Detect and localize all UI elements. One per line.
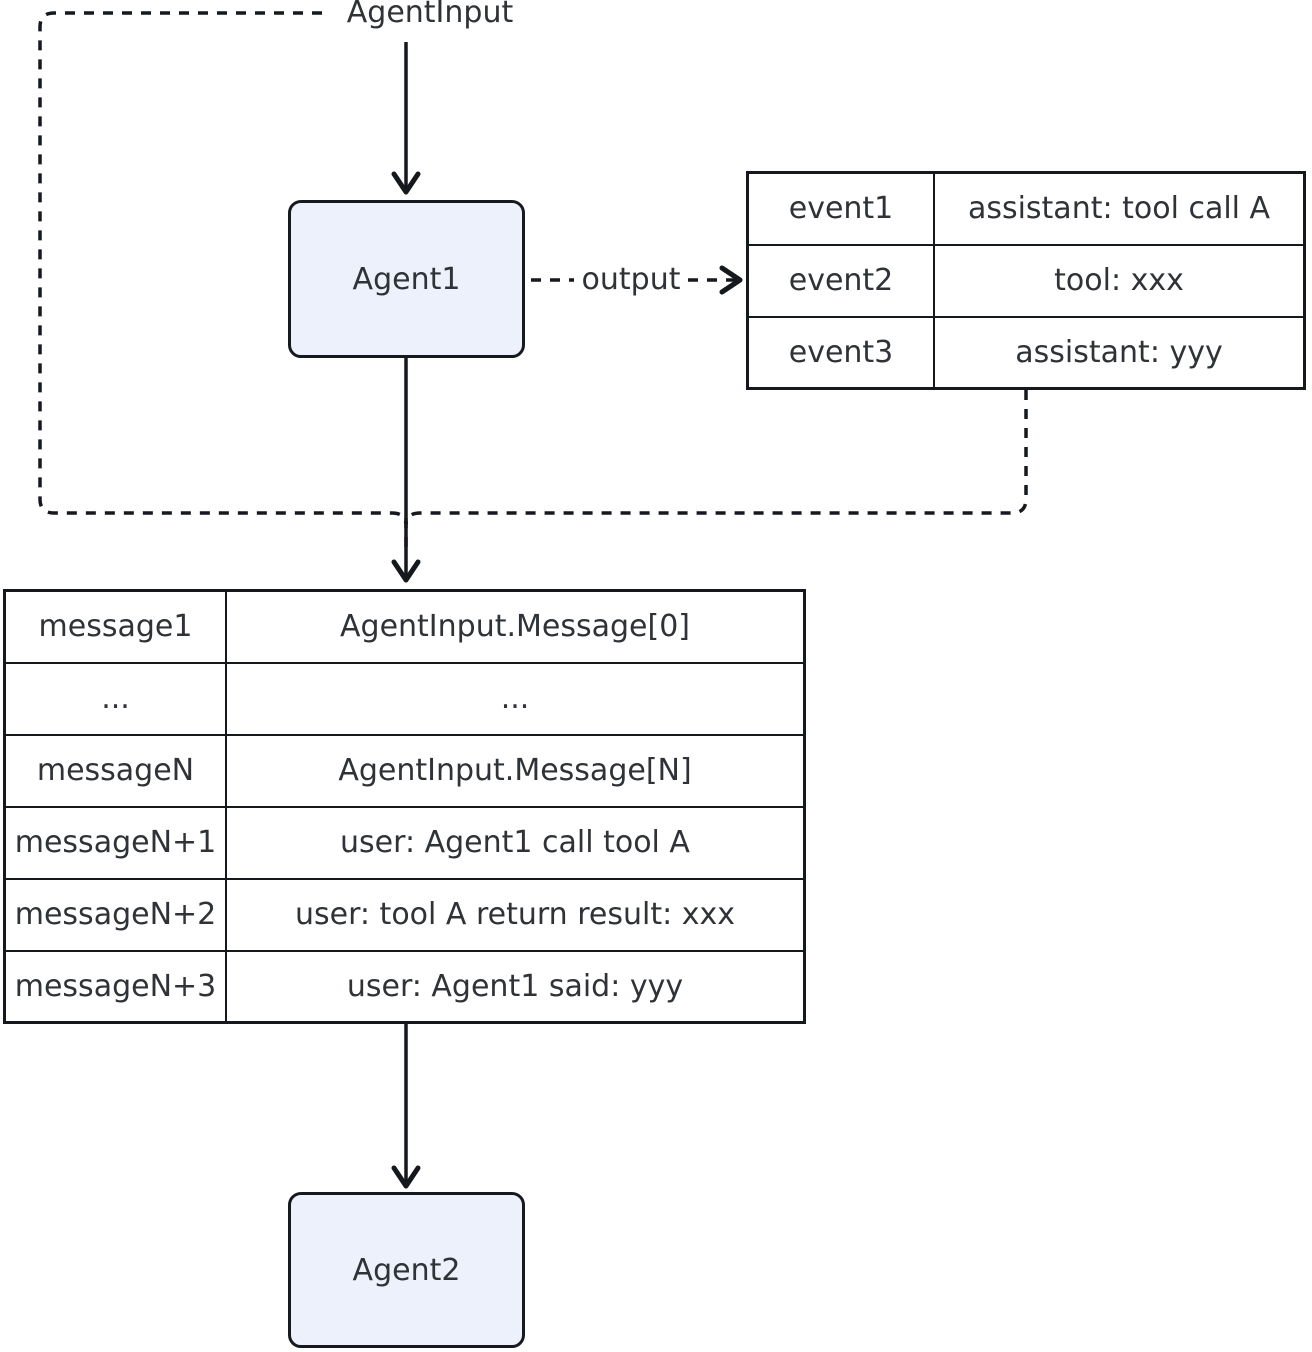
edge-events-loop-dashed xyxy=(404,390,1028,525)
message-value-cell: user: tool A return result: xxx xyxy=(225,877,806,952)
table-row: messageN+3 user: Agent1 said: yyy xyxy=(3,949,806,1024)
table-row: messageN AgentInput.Message[N] xyxy=(3,733,806,808)
event-value-cell: assistant: yyy xyxy=(933,315,1306,390)
event-table: event1 assistant: tool call A event2 too… xyxy=(746,171,1306,390)
message-key-cell: messageN xyxy=(3,733,227,808)
event-key-cell: event1 xyxy=(746,171,935,246)
message-key-cell: message1 xyxy=(3,589,227,664)
agent1-node: Agent1 xyxy=(288,200,525,358)
message-table: message1 AgentInput.Message[0] ... ... m… xyxy=(3,589,806,1024)
table-row: event3 assistant: yyy xyxy=(746,315,1306,390)
message-value-cell: user: Agent1 call tool A xyxy=(225,805,806,880)
message-value-cell: ... xyxy=(225,661,806,736)
event-value-cell: tool: xxx xyxy=(933,243,1306,318)
message-value-cell: user: Agent1 said: yyy xyxy=(225,949,806,1024)
agent2-node: Agent2 xyxy=(288,1192,525,1348)
table-row: message1 AgentInput.Message[0] xyxy=(3,589,806,664)
message-value-cell: AgentInput.Message[N] xyxy=(225,733,806,808)
table-row: ... ... xyxy=(3,661,806,736)
message-key-cell: messageN+3 xyxy=(3,949,227,1024)
message-key-cell: messageN+2 xyxy=(3,877,227,952)
agent2-node-label: Agent2 xyxy=(352,1252,461,1288)
table-row: event1 assistant: tool call A xyxy=(746,171,1306,246)
message-key-cell: messageN+1 xyxy=(3,805,227,880)
message-key-cell: ... xyxy=(3,661,227,736)
table-row: messageN+2 user: tool A return result: x… xyxy=(3,877,806,952)
table-row: messageN+1 user: Agent1 call tool A xyxy=(3,805,806,880)
event-key-cell: event2 xyxy=(746,243,935,318)
agent1-node-label: Agent1 xyxy=(352,261,461,297)
table-row: event2 tool: xxx xyxy=(746,243,1306,318)
output-edge-label: output xyxy=(581,262,681,297)
event-value-cell: assistant: tool call A xyxy=(933,171,1306,246)
event-key-cell: event3 xyxy=(746,315,935,390)
message-value-cell: AgentInput.Message[0] xyxy=(225,589,806,664)
agent-input-label: AgentInput xyxy=(346,0,514,30)
